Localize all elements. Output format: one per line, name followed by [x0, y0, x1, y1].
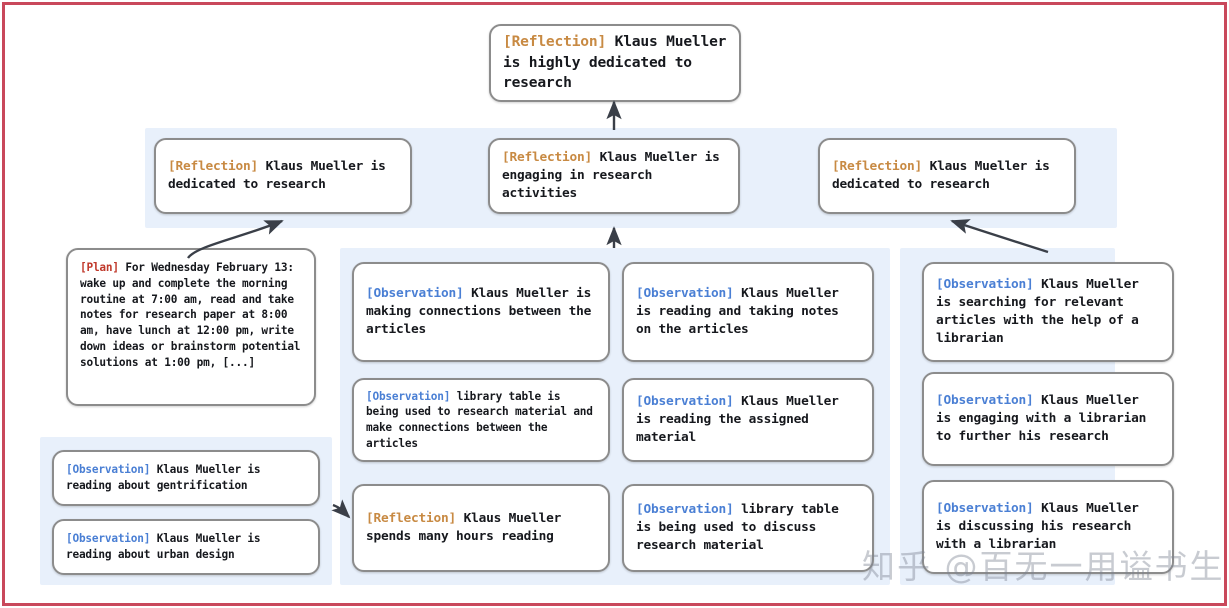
- column-one-node-2-body: library table is being used to research …: [366, 389, 600, 450]
- left-observation-node-2-text: [Observation] Klaus Mueller is reading a…: [66, 531, 306, 563]
- column-one-node-1[interactable]: [Observation] Klaus Mueller is making co…: [352, 262, 610, 362]
- column-two-node-1-body: Klaus Mueller is reading and taking note…: [636, 285, 847, 338]
- column-one-node-3-text: [Reflection] Klaus Mueller spends many h…: [366, 510, 596, 546]
- column-three-node-2-body: Klaus Mueller is engaging with a librari…: [936, 392, 1154, 445]
- column-two-node-2-text: [Observation] Klaus Mueller is reading t…: [636, 393, 860, 447]
- reflection-node-3[interactable]: [Reflection] Klaus Mueller is dedicated …: [818, 138, 1076, 214]
- column-two-node-2[interactable]: [Observation] Klaus Mueller is reading t…: [622, 378, 874, 462]
- column-two-node-3[interactable]: [Observation] library table is being use…: [622, 484, 874, 572]
- plan-node-body: For Wednesday February 13: wake up and c…: [80, 261, 307, 369]
- left-observation-node-1-text: [Observation] Klaus Mueller is reading a…: [66, 462, 306, 494]
- column-one-node-1-text: [Observation] Klaus Mueller is making co…: [366, 285, 596, 339]
- left-observation-node-1-body: Klaus Mueller is reading about gentrific…: [66, 463, 267, 492]
- column-one-node-1-body: Klaus Mueller is making connections betw…: [366, 285, 599, 338]
- column-three-node-2-text: [Observation] Klaus Mueller is engaging …: [936, 392, 1160, 446]
- reflection-tag: [Reflection]: [366, 510, 457, 526]
- column-three-node-2[interactable]: [Observation] Klaus Mueller is engaging …: [922, 372, 1174, 466]
- column-one-node-3-body: Klaus Mueller spends many hours reading: [366, 510, 569, 544]
- root-reflection-body: Klaus Mueller is highly dedicated to res…: [503, 32, 735, 92]
- reflection-node-1[interactable]: [Reflection] Klaus Mueller is dedicated …: [154, 138, 412, 214]
- column-one-node-3[interactable]: [Reflection] Klaus Mueller spends many h…: [352, 484, 610, 572]
- reflection-tag: [Reflection]: [832, 158, 923, 174]
- observation-tag: [Observation]: [936, 500, 1034, 516]
- reflection-node-2[interactable]: [Reflection] Klaus Mueller is engaging i…: [488, 138, 740, 214]
- column-one-node-2-text: [Observation] library table is being use…: [366, 389, 596, 452]
- observation-tag: [Observation]: [366, 285, 464, 301]
- root-reflection-node[interactable]: [Reflection] Klaus Mueller is highly ded…: [489, 24, 741, 102]
- column-two-node-1-text: [Observation] Klaus Mueller is reading a…: [636, 285, 860, 339]
- observation-tag: [Observation]: [66, 463, 151, 477]
- column-three-node-1[interactable]: [Observation] Klaus Mueller is searching…: [922, 262, 1174, 362]
- plan-node[interactable]: [Plan] For Wednesday February 13: wake u…: [66, 248, 316, 406]
- reflection-node-3-body: Klaus Mueller is dedicated to research: [832, 158, 1058, 192]
- column-three-node-3-text: [Observation] Klaus Mueller is discussin…: [936, 500, 1160, 554]
- column-three-node-1-text: [Observation] Klaus Mueller is searching…: [936, 276, 1160, 349]
- left-observation-node-1[interactable]: [Observation] Klaus Mueller is reading a…: [52, 450, 320, 506]
- column-two-node-3-body: library table is being used to discuss r…: [636, 501, 847, 554]
- reflection-node-2-text: [Reflection] Klaus Mueller is engaging i…: [502, 149, 726, 203]
- observation-tag: [Observation]: [366, 389, 451, 403]
- reflection-node-1-text: [Reflection] Klaus Mueller is dedicated …: [168, 158, 398, 194]
- left-observation-node-2-body: Klaus Mueller is reading about urban des…: [66, 532, 267, 561]
- left-observation-node-2[interactable]: [Observation] Klaus Mueller is reading a…: [52, 519, 320, 575]
- plan-node-text: [Plan] For Wednesday February 13: wake u…: [80, 260, 302, 370]
- observation-tag: [Observation]: [66, 532, 151, 546]
- reflection-tag: [Reflection]: [168, 158, 259, 174]
- observation-tag: [Observation]: [636, 501, 734, 517]
- reflection-node-3-text: [Reflection] Klaus Mueller is dedicated …: [832, 158, 1062, 194]
- column-three-node-3[interactable]: [Observation] Klaus Mueller is discussin…: [922, 480, 1174, 574]
- column-two-node-2-body: Klaus Mueller is reading the assigned ma…: [636, 393, 847, 446]
- root-reflection-text: [Reflection] Klaus Mueller is highly ded…: [503, 32, 727, 94]
- reflection-node-1-body: Klaus Mueller is dedicated to research: [168, 158, 394, 192]
- column-two-node-3-text: [Observation] library table is being use…: [636, 501, 860, 555]
- column-three-node-1-body: Klaus Mueller is searching for relevant …: [936, 276, 1147, 347]
- plan-tag: [Plan]: [80, 261, 119, 274]
- observation-tag: [Observation]: [936, 276, 1034, 292]
- observation-tag: [Observation]: [636, 393, 734, 409]
- column-one-node-2[interactable]: [Observation] library table is being use…: [352, 378, 610, 462]
- reflection-node-2-body: Klaus Mueller is engaging in research ac…: [502, 149, 728, 202]
- column-three-node-3-body: Klaus Mueller is discussing his research…: [936, 500, 1147, 553]
- column-two-node-1[interactable]: [Observation] Klaus Mueller is reading a…: [622, 262, 874, 362]
- reflection-tag: [Reflection]: [502, 149, 593, 165]
- reflection-tag: [Reflection]: [503, 32, 607, 50]
- observation-tag: [Observation]: [936, 392, 1034, 408]
- observation-tag: [Observation]: [636, 285, 734, 301]
